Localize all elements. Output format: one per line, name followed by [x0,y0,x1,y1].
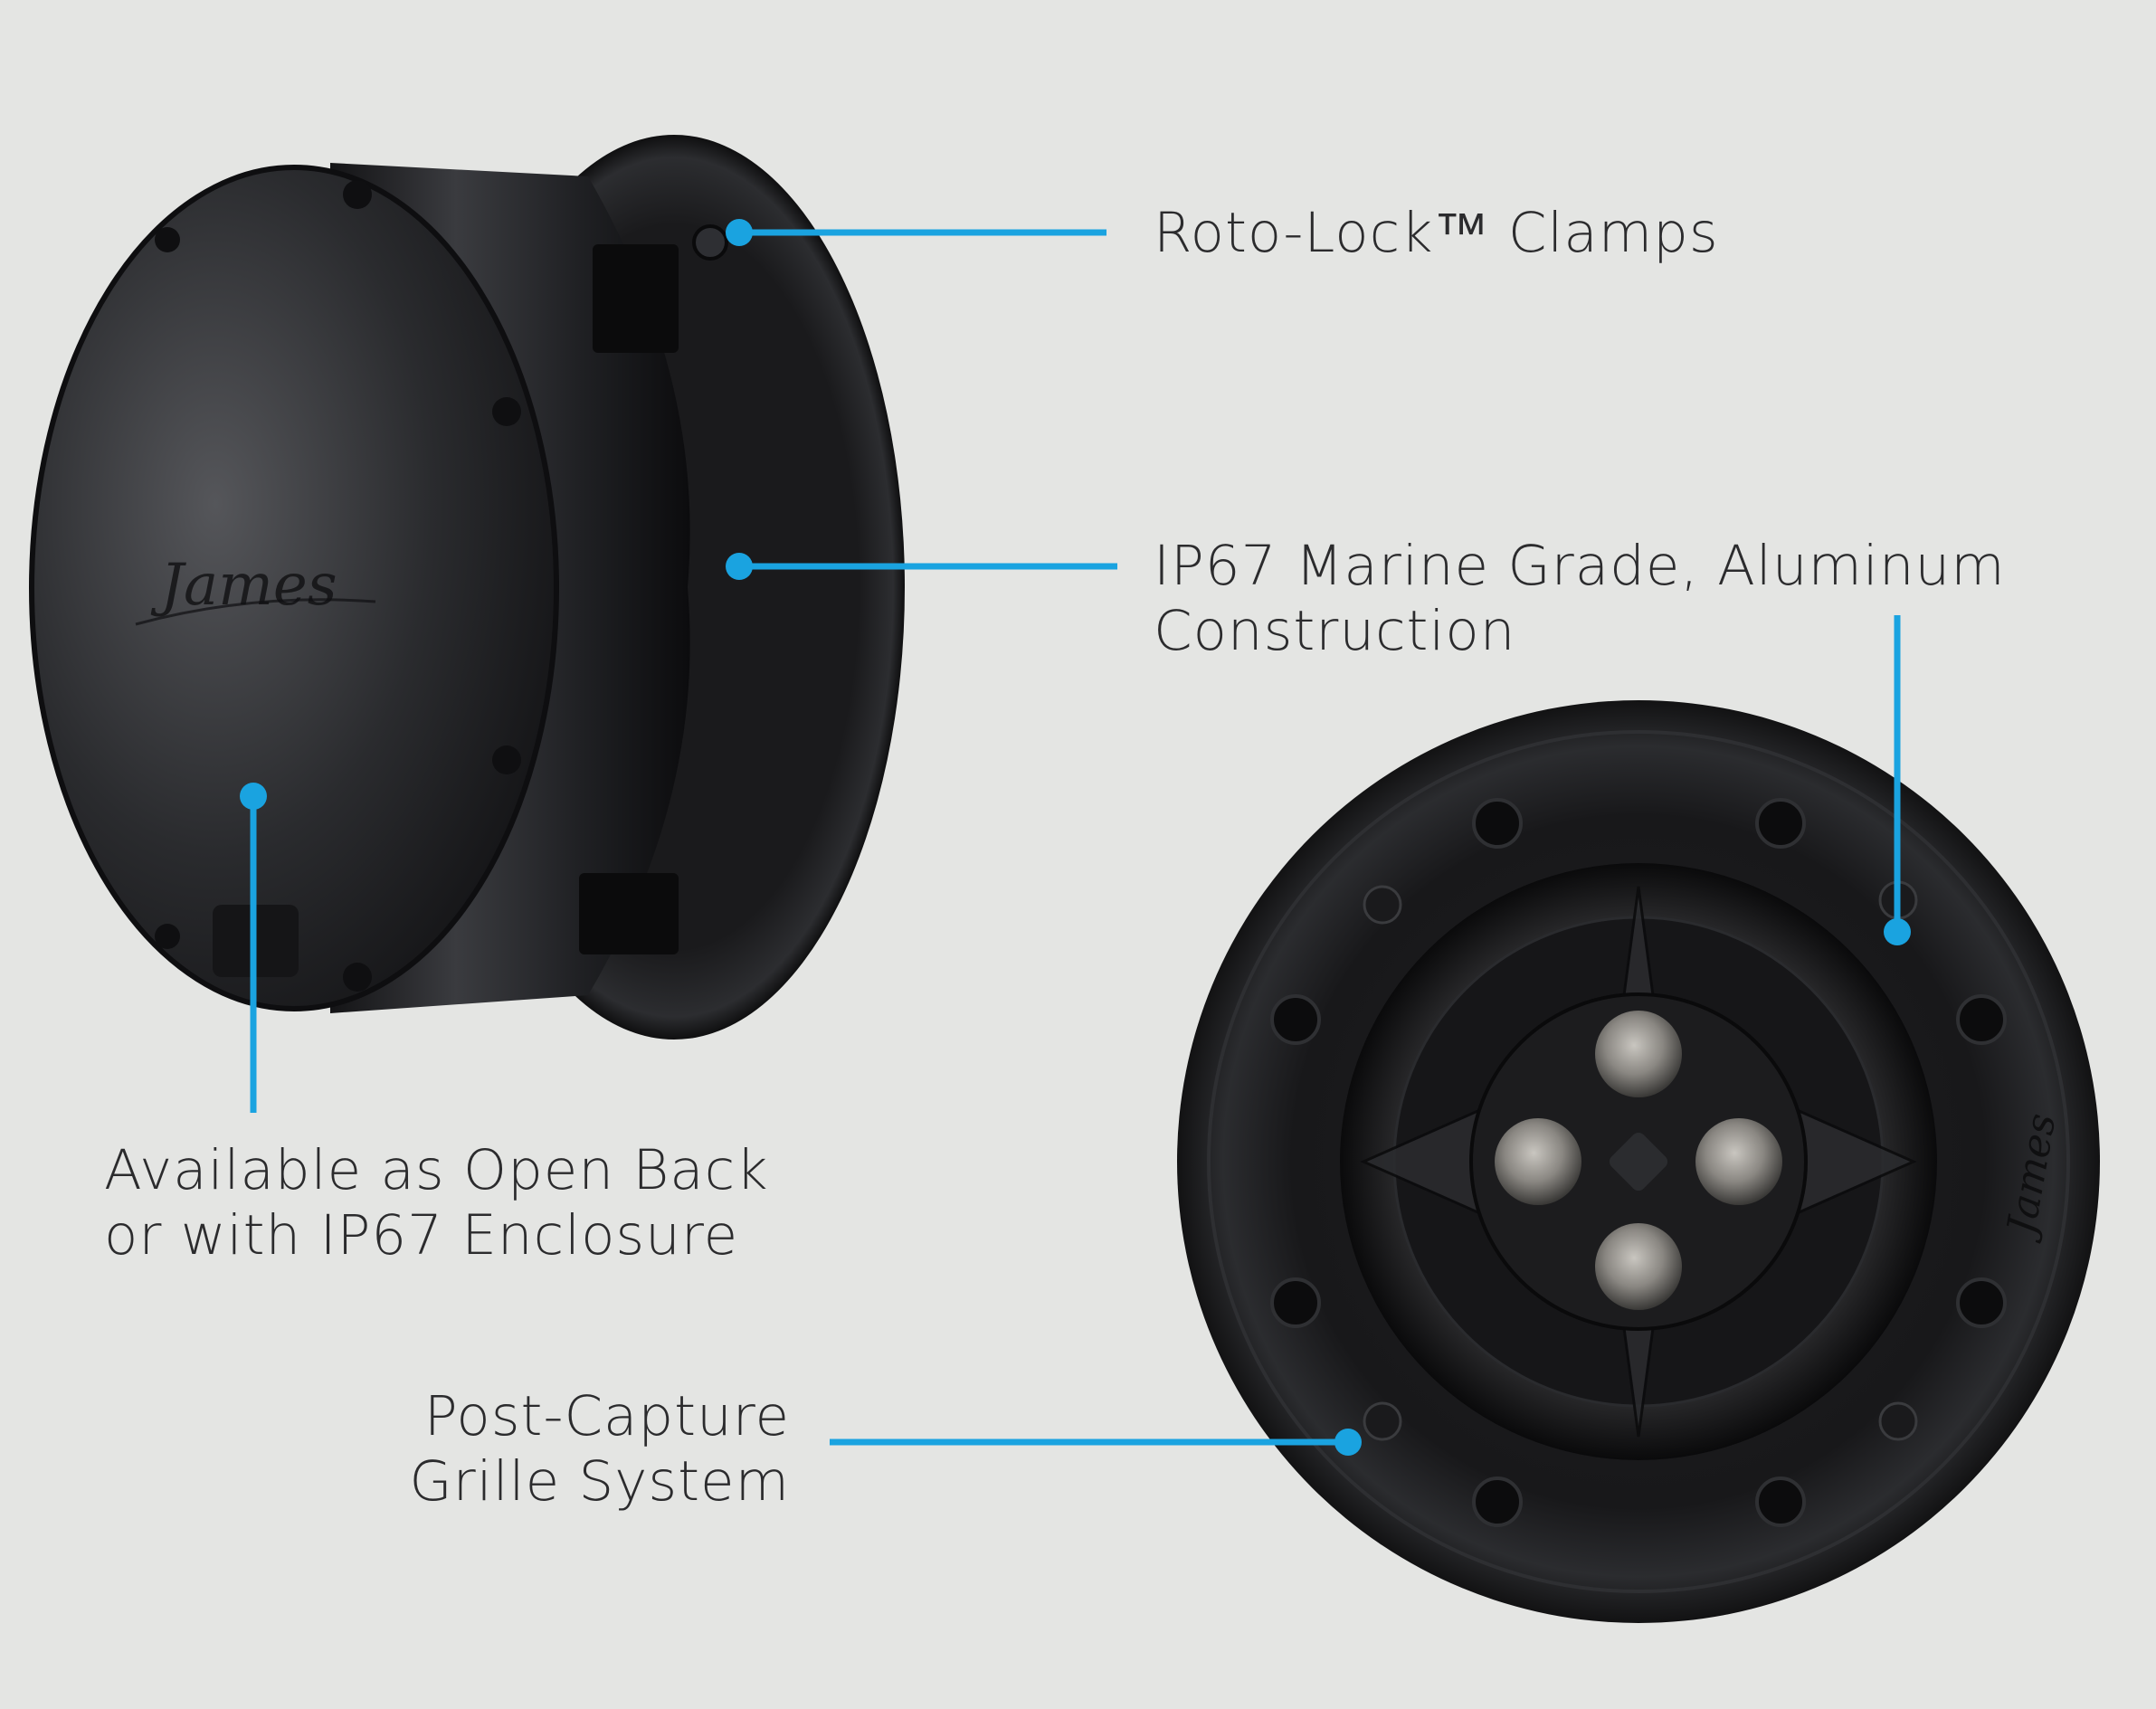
callout-line: Post-Capture [423,1384,790,1448]
tweeters [1495,1011,1782,1310]
mounting-screws [1363,880,1918,1441]
callout-line: Available as Open Back [104,1138,769,1202]
tweeter-dome [1595,1011,1682,1097]
callout-leaders [240,219,1911,1456]
bezel-ring [1207,730,2070,1593]
front-ring-leader [1884,615,1911,945]
callout-line: Grille System [409,1449,790,1514]
callout-line: Roto-Lock™ Clamps [1154,201,1719,265]
clamp-slot [579,873,679,954]
logo-swash [135,598,376,626]
clamps-leader [726,219,1106,246]
tweeter-dome [1695,1118,1782,1205]
enclosure-speaker-image: James [29,135,905,1040]
callout-line: Construction [1154,599,1516,663]
construction-leader [726,553,1117,580]
callout-marine-grade-construction: IP67 Marine Grade, Aluminum Construction [1154,534,2006,664]
tweeter-dome [1495,1118,1581,1205]
callout-line: or with IP67 Enclosure [104,1203,739,1268]
enclosure-back-plate [29,165,559,1011]
grille-leader [830,1429,1362,1456]
callout-roto-lock-clamps: Roto-Lock™ Clamps [1154,201,1719,266]
tweeter-dome [1595,1223,1682,1310]
callout-post-capture-grille: Post-Capture Grille System [409,1384,790,1514]
enclosure-leader [240,783,267,1113]
front-speaker-image: James [1177,700,2100,1623]
callout-line: IP67 Marine Grade, Aluminum [1154,534,2006,598]
callout-enclosure-options: Available as Open Back or with IP67 Encl… [104,1138,769,1268]
rim-screws [155,180,521,992]
clamp-screw [692,224,728,261]
center-pole [1609,1132,1668,1192]
grille-holes [1270,798,2007,1527]
clamp-slot [593,244,679,353]
brand-script-logo: James [150,552,337,619]
